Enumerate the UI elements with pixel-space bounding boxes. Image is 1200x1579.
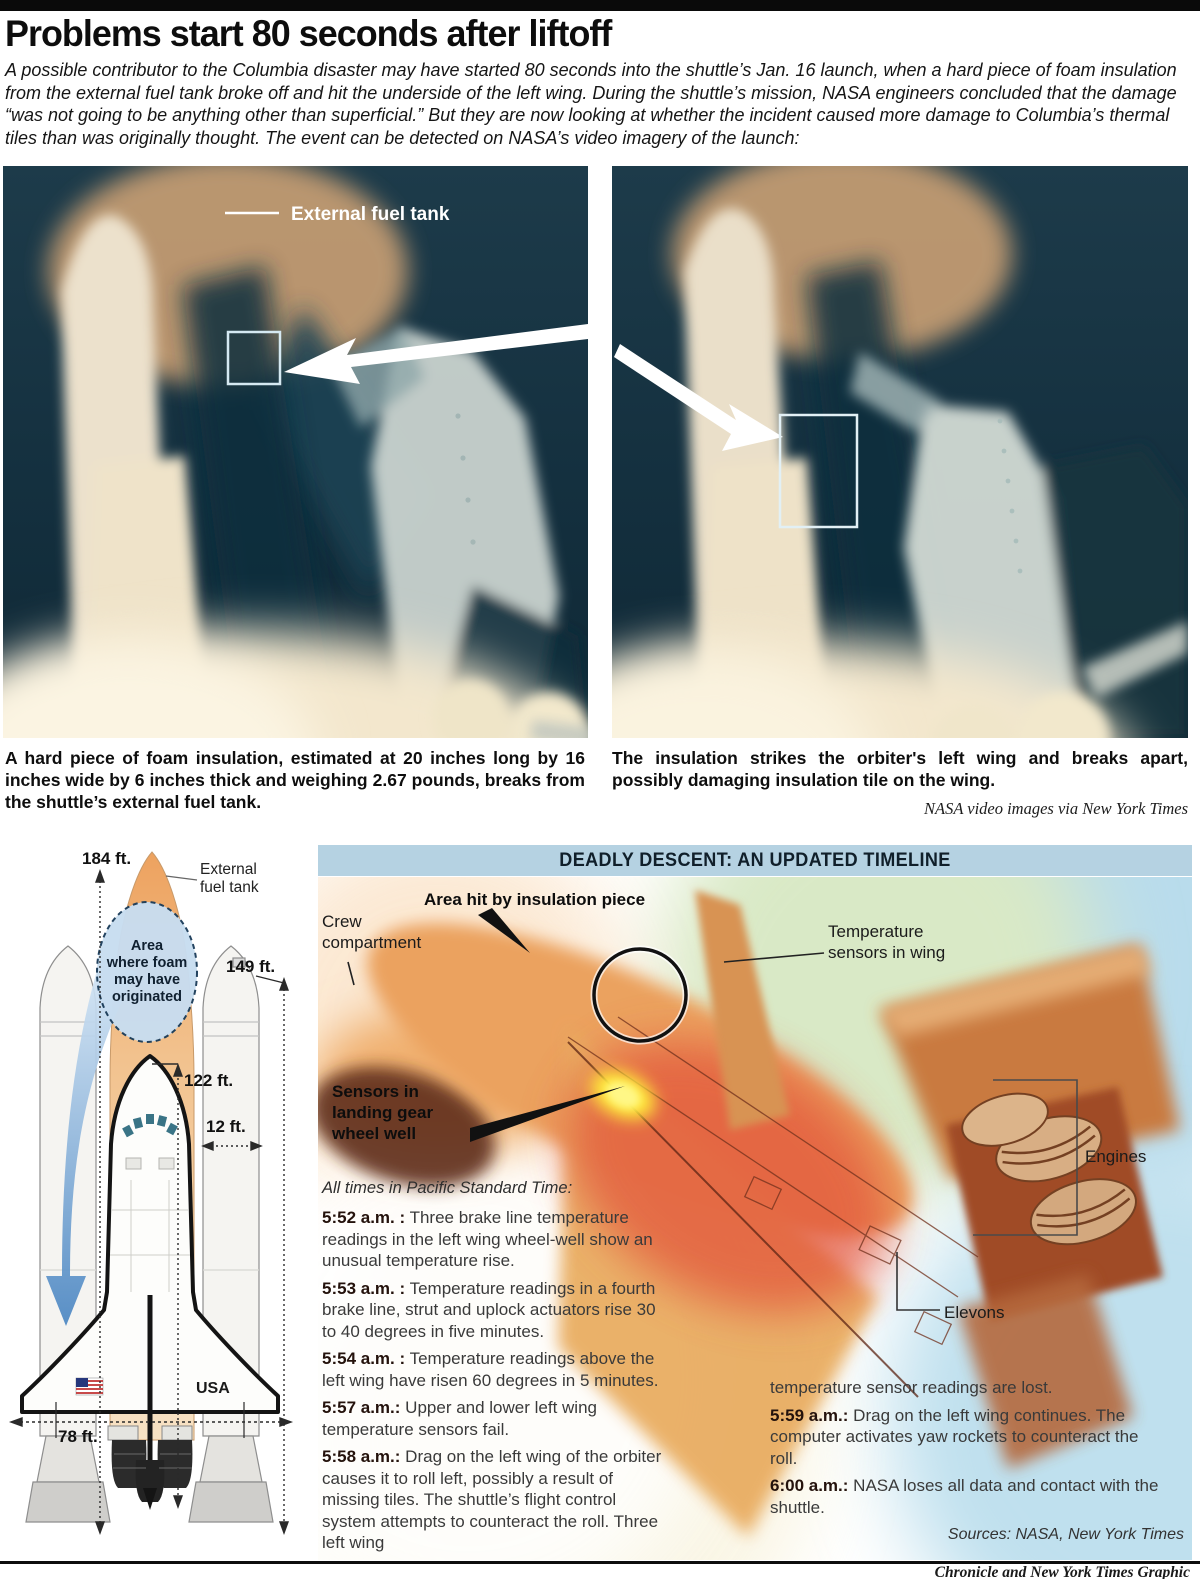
usa-label: USA xyxy=(196,1380,230,1397)
timezone-note: All times in Pacific Standard Time: xyxy=(322,1179,573,1197)
entry-text: Drag on the left wing of the orbiter cau… xyxy=(322,1447,662,1552)
timeline-column-right: temperature sensor readings are lost. 5:… xyxy=(770,1377,1162,1524)
area-hit-pointer xyxy=(478,908,530,953)
dim-184ft: 184 ft. xyxy=(82,849,131,868)
foam-origin-area: Area where foam may have originated xyxy=(96,901,198,1043)
top-rule xyxy=(0,0,1200,11)
dim-149ft: 149 ft. xyxy=(226,957,275,976)
orbiter-top-view: USA xyxy=(20,1054,280,1510)
pointer-arrow-icon xyxy=(284,324,588,384)
engines-bracket xyxy=(973,1079,1078,1236)
elevons-leader xyxy=(896,1252,940,1311)
entry-text: NASA loses all data and contact with the… xyxy=(770,1476,1159,1517)
timeline-entry: 5:59 a.m.: Drag on the left wing continu… xyxy=(770,1405,1162,1470)
highlight-box xyxy=(778,413,859,529)
entry-text: Upper and lower left wing temperature se… xyxy=(322,1398,597,1439)
dim-122ft: 122 ft. xyxy=(184,1071,233,1090)
entry-text: temperature sensor readings are lost. xyxy=(770,1378,1053,1397)
foam-line: Area xyxy=(131,938,164,954)
launch-photo-right-art xyxy=(612,166,1188,738)
label-temp-sensors: Temperature sensors in wing xyxy=(828,921,945,963)
entry-text: Drag on the left wing continues. The com… xyxy=(770,1405,1139,1468)
shuttle-stack-art: USA Area where foam may have originated xyxy=(8,849,294,1536)
entry-time: 5:57 a.m.: xyxy=(322,1398,401,1417)
foam-annotation-left: External fuel tank xyxy=(225,204,588,386)
launch-photo-left-art: External fuel tank xyxy=(3,166,588,738)
tank-label: fuel tank xyxy=(200,879,259,896)
entry-time: 5:54 a.m. : xyxy=(322,1349,406,1368)
foam-line: where foam xyxy=(106,955,188,971)
foam-annotation-right xyxy=(614,344,859,529)
label-line: wheel well xyxy=(332,1124,417,1143)
highlight-box xyxy=(226,330,282,386)
label-line: Sensors in xyxy=(332,1082,419,1101)
label-line: landing gear xyxy=(332,1103,434,1122)
label-landing-gear: Sensors in landing gear wheel well xyxy=(332,1081,433,1144)
timeline-entry-continuation: temperature sensor readings are lost. xyxy=(770,1377,1162,1399)
timeline-entry: 5:52 a.m. : Three brake line temperature… xyxy=(322,1207,668,1272)
caption-left: A hard piece of foam insulation, estimat… xyxy=(5,748,585,812)
dim-78ft: 78 ft. xyxy=(58,1427,98,1446)
timeline-entry: 5:57 a.m.: Upper and lower left wing tem… xyxy=(322,1397,668,1440)
dim-12ft: 12 ft. xyxy=(206,1117,246,1136)
shuttle-stack-diagram: USA Area where foam may have originated xyxy=(0,840,315,1560)
entry-time: 5:58 a.m.: xyxy=(322,1447,401,1466)
launch-photo-right xyxy=(612,166,1188,738)
entry-time: 6:00 a.m.: xyxy=(770,1476,849,1495)
timeline-column-left: 5:52 a.m. : Three brake line temperature… xyxy=(322,1207,668,1560)
foam-line: may have xyxy=(114,972,180,988)
intro-paragraph: A possible contributor to the Columbia d… xyxy=(5,60,1177,148)
engine-nozzles xyxy=(961,1092,1137,1246)
launch-photo-left: External fuel tank xyxy=(3,166,588,738)
label-elevons: Elevons xyxy=(944,1303,1005,1322)
external-fuel-tank-label: External fuel tank xyxy=(291,204,450,225)
photo-credit: NASA video images via New York Times xyxy=(924,799,1188,818)
label-line: sensors in wing xyxy=(828,943,946,962)
area-hit-circle xyxy=(592,947,688,1043)
pointer-arrow-icon xyxy=(614,344,783,451)
caption-right: The insulation strikes the orbiter's lef… xyxy=(612,748,1188,790)
orbiter-heat-illustration xyxy=(318,890,1180,1537)
label-area-hit: Area hit by insulation piece xyxy=(424,890,646,909)
timeline-title: DEADLY DESCENT: AN UPDATED TIMELINE xyxy=(559,849,951,871)
descent-orbiter-art xyxy=(318,877,1192,1560)
timeline-header-bar: DEADLY DESCENT: AN UPDATED TIMELINE xyxy=(318,845,1192,876)
entry-text: Temperature readings in a fourth brake l… xyxy=(322,1278,656,1341)
entry-time: 5:52 a.m. : xyxy=(322,1208,406,1227)
entry-time: 5:53 a.m. : xyxy=(322,1278,406,1298)
timeline-entry: 5:54 a.m. : Temperature readings above t… xyxy=(322,1348,668,1391)
label-engines: Engines xyxy=(1085,1147,1147,1166)
tank-label: External xyxy=(200,861,257,878)
landing-gear-pointer xyxy=(470,1086,625,1142)
timeline-annotations xyxy=(347,908,1078,1311)
label-crew-compartment: Crew compartment xyxy=(322,911,421,953)
timeline-entry: 5:58 a.m.: Drag on the left wing of the … xyxy=(322,1446,668,1554)
crew-leader xyxy=(347,961,355,986)
dimension-lines xyxy=(8,868,294,1536)
label-line: Crew xyxy=(322,912,362,931)
entry-text: Temperature readings above the left wing… xyxy=(322,1349,659,1390)
tank-label-leader xyxy=(165,875,198,881)
sources-credit: Sources: NASA, New York Times xyxy=(947,1526,1184,1543)
label-line: compartment xyxy=(322,933,422,952)
timeline-entry: 6:00 a.m.: NASA loses all data and conta… xyxy=(770,1475,1162,1518)
foam-path-arrow xyxy=(46,960,137,1326)
us-flag xyxy=(75,1377,104,1396)
entry-time: 5:59 a.m.: xyxy=(770,1405,849,1425)
graphic-credit: Chronicle and New York Times Graphic xyxy=(934,1564,1190,1579)
page-title: Problems start 80 seconds after liftoff xyxy=(5,13,612,54)
foam-line: originated xyxy=(112,989,182,1005)
timeline-entry: 5:53 a.m. : Temperature readings in a fo… xyxy=(322,1278,668,1343)
bottom-rule xyxy=(0,1561,1200,1564)
entry-text: Three brake line temperature readings in… xyxy=(322,1208,653,1270)
temp-sensors-leader xyxy=(723,952,825,963)
label-line: Temperature xyxy=(828,922,924,941)
